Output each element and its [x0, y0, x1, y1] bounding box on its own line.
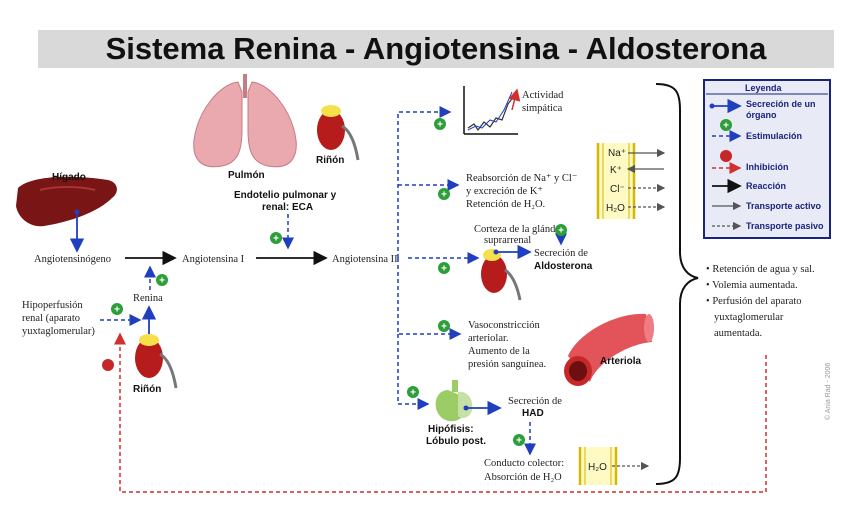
legend-reaction: Reacción: [746, 181, 786, 191]
svg-text:+: +: [159, 276, 165, 287]
arteriole-label: Arteriola: [600, 356, 642, 367]
lung-label: Pulmón: [228, 170, 265, 181]
vasoconstriction-label-1: Vasoconstricción: [468, 320, 540, 331]
liver-icon: [16, 176, 117, 227]
stimulation-icon: +: [434, 118, 446, 131]
result-3: • Perfusión del aparato: [706, 296, 802, 307]
had-label: HAD: [522, 408, 544, 419]
svg-text:+: +: [273, 234, 279, 245]
svg-text:+: +: [516, 436, 522, 447]
inhibition-icon: [102, 359, 114, 371]
adrenal-label-1: Corteza de la glánd.: [474, 224, 558, 235]
ion-na: Na⁺: [608, 148, 626, 159]
vasoconstriction-label-3: Aumento de la: [468, 346, 530, 357]
vasoconstriction-label-4: presión sanguínea.: [468, 359, 546, 370]
ion-k: K⁺: [610, 165, 622, 176]
legend-title: Leyenda: [745, 83, 783, 93]
aldosterone-secretion-label: Secreción de: [534, 248, 588, 259]
renin-label: Renina: [133, 293, 163, 304]
sympathetic-label-1: Actividad: [522, 90, 564, 101]
kidney-icon-bottom: [135, 334, 178, 389]
lung-icon: [193, 74, 297, 168]
legend-passive-transport: Transporte pasivo: [746, 221, 824, 231]
stimulation-icon: +: [513, 434, 525, 447]
adrenal-kidney-icon: [481, 249, 522, 301]
collector-label-1: Conducto colector:: [484, 458, 564, 469]
svg-text:+: +: [441, 190, 447, 201]
kidney-top-label: Riñón: [316, 155, 344, 166]
hypoperfusion-label-3: yuxtaglomerular): [22, 326, 95, 337]
adrenal-label-2: suprarrenal: [484, 235, 531, 246]
ion-cl: Cl⁻: [610, 184, 625, 195]
ion-h2o: H₂O: [606, 203, 625, 214]
sympathetic-graph-icon: [463, 86, 521, 135]
pituitary-icon: [435, 380, 473, 422]
hypoperfusion-label-2: renal (aparato: [22, 313, 80, 324]
angiotensin2-label: Angiotensina II: [332, 254, 398, 265]
endothelium-label-1: Endotelio pulmonar y: [234, 190, 337, 201]
stimulation-icon: +: [111, 303, 123, 316]
svg-text:+: +: [437, 120, 443, 131]
reabsorption-label-3: Retención de H₂O.: [466, 199, 545, 210]
svg-text:+: +: [558, 226, 564, 237]
legend-active-transport: Transporte activo: [746, 201, 822, 211]
legend-stimulation-icon: +: [720, 119, 732, 132]
result-4: yuxtaglomerular: [714, 312, 784, 323]
result-5: aumentada.: [714, 328, 762, 339]
summary-brace: [655, 83, 699, 485]
stimulation-icon: +: [438, 188, 450, 201]
angiotensinogen-label: Angiotensinógeno: [34, 254, 111, 265]
legend-secretion-2: órgano: [746, 110, 777, 120]
kidney-bottom-label: Riñón: [133, 384, 161, 395]
svg-text:+: +: [114, 305, 120, 316]
legend-secretion-1: Secreción de un: [746, 99, 816, 109]
legend-inhibition-icon: [720, 150, 732, 162]
angiotensin1-label: Angiotensina I: [182, 254, 245, 265]
aldosterone-label: Aldosterona: [534, 261, 593, 272]
svg-text:+: +: [441, 322, 447, 333]
reabsorption-label-2: y excreción de K⁺: [466, 186, 543, 197]
endothelium-label-2: renal: ECA: [262, 202, 313, 213]
result-1: • Retención de agua y sal.: [706, 264, 815, 275]
collector-ion-h2o: H₂O: [588, 462, 607, 473]
legend: Leyenda Secreción de un órgano + Estimul…: [703, 79, 831, 239]
vasoconstriction-label-2: arteriolar.: [468, 333, 509, 344]
collector-label-2: Absorción de H₂O: [484, 472, 562, 483]
stimulation-icon: +: [270, 232, 282, 245]
pituitary-label-2: Lóbulo post.: [426, 436, 486, 447]
copyright-text: © Ania Rad - 2006: [825, 362, 832, 420]
svg-text:+: +: [410, 388, 416, 399]
hypoperfusion-label-1: Hipoperfusión: [22, 300, 83, 311]
legend-inhibition: Inhibición: [746, 162, 789, 172]
result-2: • Volemia aumentada.: [706, 280, 798, 291]
liver-label: Hígado: [52, 172, 86, 183]
stimulation-icon: +: [438, 262, 450, 275]
ion-transport-box: [596, 143, 666, 219]
stimulation-icon: +: [407, 386, 419, 399]
pituitary-label-1: Hipófisis:: [428, 424, 474, 435]
stimulation-icon: +: [438, 320, 450, 333]
had-secretion-label: Secreción de: [508, 396, 562, 407]
collector-transport-box: [578, 447, 650, 485]
title-bar: Sistema Renina - Angiotensina - Aldoster…: [38, 30, 834, 68]
reabsorption-label-1: Reabsorción de Na⁺ y Cl⁻: [466, 173, 578, 184]
kidney-icon-top: [317, 105, 360, 161]
stimulation-icon: +: [156, 274, 168, 287]
svg-text:+: +: [441, 264, 447, 275]
svg-text:+: +: [723, 121, 729, 132]
page-title: Sistema Renina - Angiotensina - Aldoster…: [105, 31, 767, 66]
stimulation-icon: +: [555, 224, 567, 237]
arteriole-icon: [564, 313, 654, 386]
legend-stimulation: Estimulación: [746, 131, 802, 141]
sympathetic-label-2: simpática: [522, 103, 563, 114]
